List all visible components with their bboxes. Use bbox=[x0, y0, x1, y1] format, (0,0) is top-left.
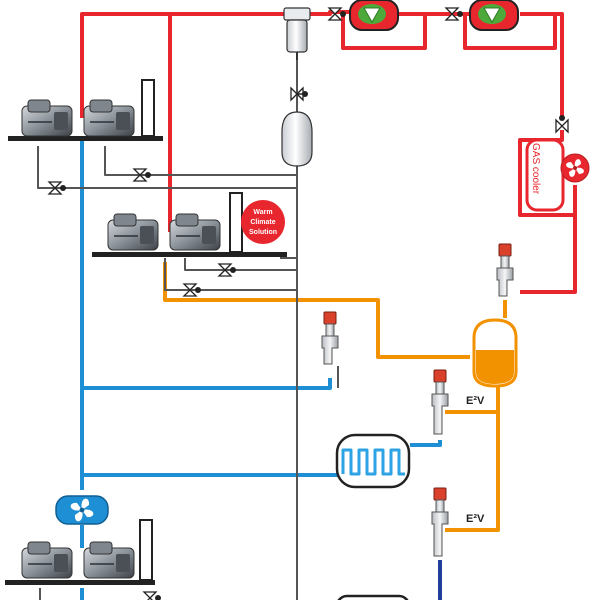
upper-rack-oil-tank bbox=[141, 79, 155, 137]
compressor-icon bbox=[169, 213, 221, 251]
heat-recovery-unit-2 bbox=[469, 0, 519, 31]
oil-separator-icon bbox=[283, 7, 311, 60]
warm-climate-solution-badge: Warm Climate Solution bbox=[241, 200, 285, 244]
ball-valve-icon bbox=[132, 168, 151, 182]
mp-liquid-from-receiver bbox=[445, 386, 500, 532]
lt-eev-to-evaporator bbox=[410, 440, 442, 447]
check-arrow-icon bbox=[363, 7, 381, 24]
lt-suction-return-1 bbox=[82, 378, 332, 390]
gray-top-rack-feed-2 bbox=[104, 146, 297, 176]
heat-exchanger-icon bbox=[335, 433, 411, 489]
heat-recovery-unit-1 bbox=[349, 0, 399, 31]
hp-to-gas-cooler bbox=[520, 12, 564, 120]
electronic-expansion-valve-icon bbox=[496, 243, 514, 297]
heat-exchanger-icon bbox=[337, 594, 409, 600]
badge-line-2: Climate bbox=[250, 219, 275, 226]
e2v-label-upper: E²V bbox=[466, 395, 485, 407]
mp-flash-gas-line bbox=[163, 262, 470, 359]
lower-compressor-rack bbox=[5, 519, 155, 585]
gray-mid-rack-feed-2 bbox=[184, 258, 297, 271]
upper-rack-base bbox=[8, 136, 163, 141]
ball-valve-icon bbox=[555, 115, 569, 134]
hp-recovery-bypass-2 bbox=[463, 14, 557, 50]
ball-valve-icon bbox=[142, 591, 161, 600]
ball-valve-icon bbox=[290, 86, 308, 102]
compressor-icon bbox=[83, 541, 135, 579]
middle-rack-oil-tank bbox=[229, 192, 243, 253]
compressor-icon bbox=[21, 99, 73, 137]
evaporator-coil bbox=[341, 448, 405, 476]
middle-compressor-rack bbox=[92, 192, 287, 257]
gray-mid-rack-feed bbox=[164, 258, 297, 291]
badge-line-1: Warm bbox=[253, 209, 272, 216]
electronic-expansion-valve-icon bbox=[431, 369, 449, 435]
gas-cooler: GAS cooler bbox=[525, 138, 590, 212]
fan-icon bbox=[55, 495, 109, 525]
badge-line-3: Solution bbox=[249, 229, 277, 236]
ball-valve-icon bbox=[47, 181, 66, 195]
ball-valve-icon bbox=[444, 7, 463, 21]
compressor-icon bbox=[21, 541, 73, 579]
receiver-tank-icon bbox=[472, 318, 518, 388]
receiver-liquid-level bbox=[476, 350, 514, 384]
high-pressure-lines bbox=[80, 10, 577, 294]
electronic-expansion-valve-icon bbox=[431, 487, 449, 557]
compressor-icon bbox=[107, 213, 159, 251]
ball-valve-icon bbox=[182, 283, 201, 297]
hp-discharge-to-oil-separator bbox=[80, 12, 298, 118]
check-arrow-icon bbox=[483, 7, 501, 24]
medium-pressure-lines bbox=[163, 262, 507, 532]
ball-valve-icon bbox=[327, 7, 346, 21]
lower-rack-oil-tank bbox=[139, 519, 153, 581]
upper-compressor-rack bbox=[8, 79, 163, 141]
gas-cooler-label: GAS cooler bbox=[530, 143, 541, 195]
fan-icon bbox=[560, 153, 590, 183]
evaporator-lt bbox=[337, 594, 409, 600]
compressor-icon bbox=[83, 99, 135, 137]
e2v-label-lower: E²V bbox=[466, 513, 485, 525]
gray-top-rack-feed bbox=[37, 146, 297, 189]
oil-and-equalizing-lines bbox=[37, 58, 339, 600]
hp-recovery-bypass-1 bbox=[341, 14, 427, 50]
electronic-expansion-valve-icon bbox=[321, 311, 339, 365]
oil-reservoir-icon bbox=[281, 111, 313, 167]
lower-rack-base bbox=[5, 580, 155, 585]
hp-line-to-recovery bbox=[298, 10, 350, 16]
ball-valve-icon bbox=[217, 263, 236, 277]
middle-rack-base bbox=[92, 252, 287, 257]
hp-gas-cooler-out bbox=[520, 185, 577, 294]
